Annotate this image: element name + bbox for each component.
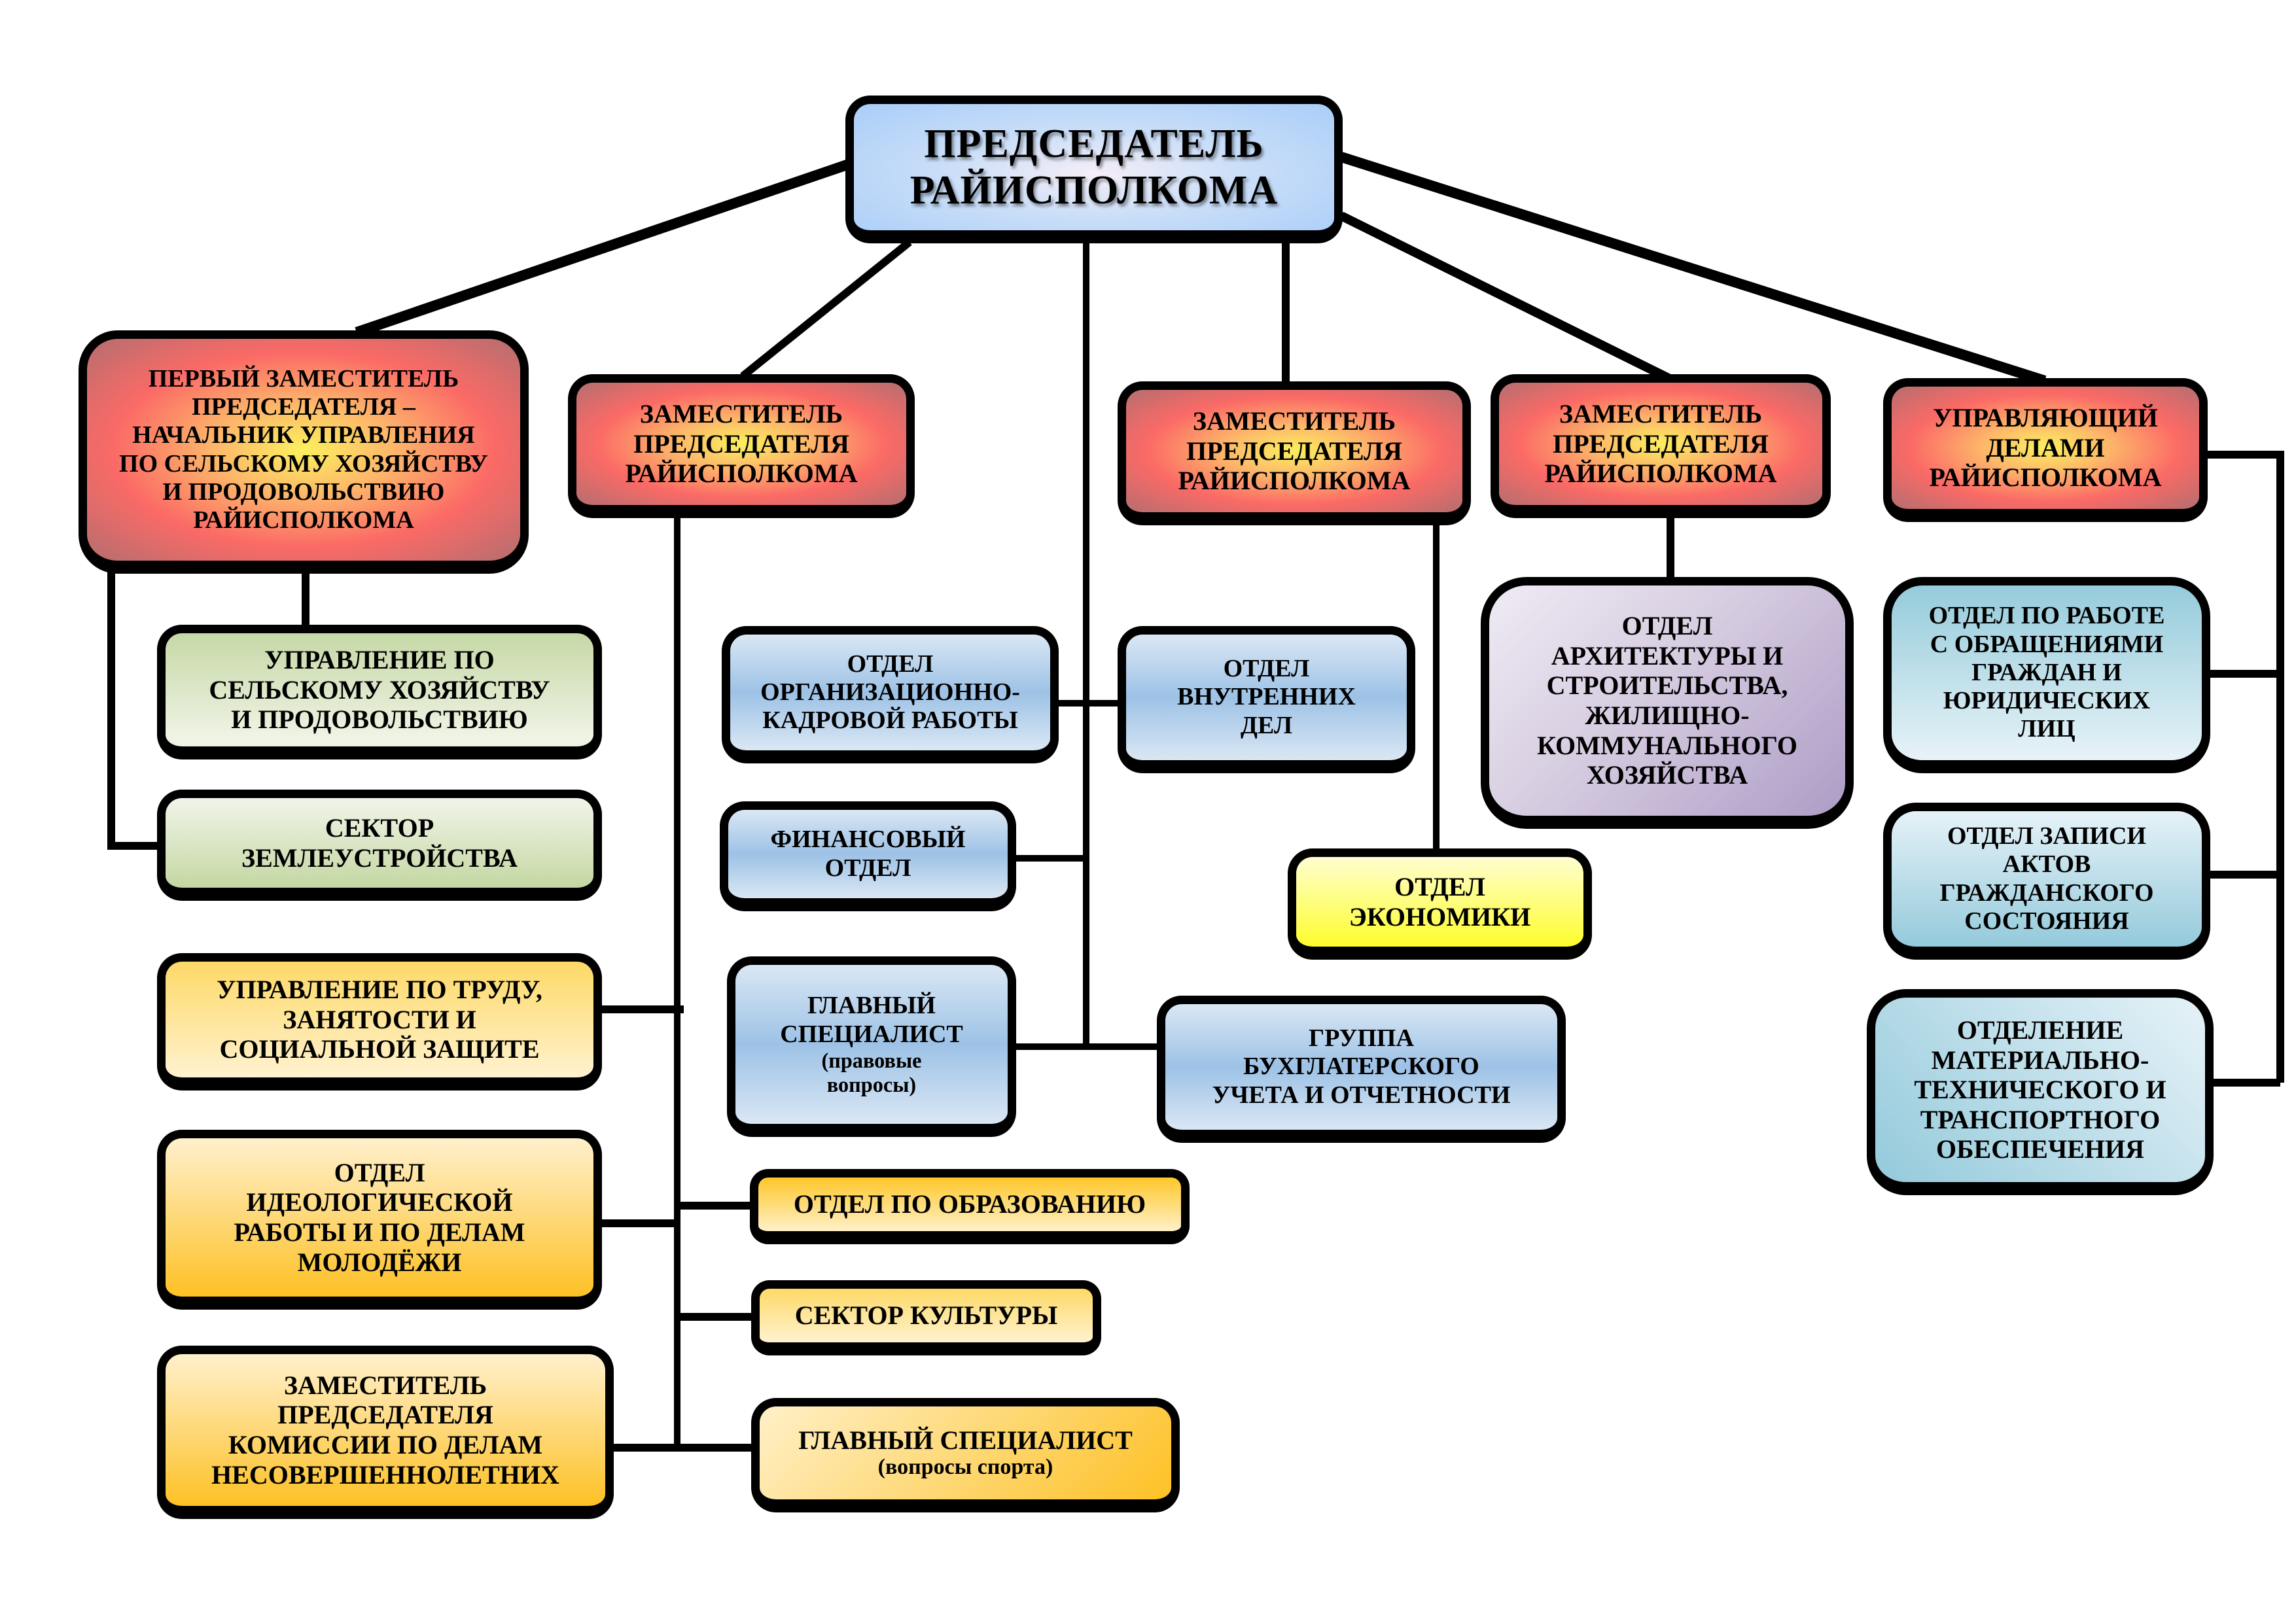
chairman-label: ПРЕДСЕДАТЕЛЬ РАЙИСПОЛКОМА [910, 121, 1279, 213]
logistics-division-box: ОТДЕЛЕНИЕ МАТЕРИАЛЬНО- ТЕХНИЧЕСКОГО И ТР… [1867, 989, 2214, 1195]
land-sector-label: СЕКТОР ЗЕМЛЕУСТРОЙСТВА [241, 812, 518, 873]
minors-commission-label: ЗАМЕСТИТЕЛЬ ПРЕДСЕДАТЕЛЯ КОМИССИИ ПО ДЕЛ… [211, 1370, 559, 1490]
office-manager-label: УПРАВЛЯЮЩИЙ ДЕЛАМИ РАЙИСПОЛКОМА [1929, 403, 2162, 493]
legal-specialist-note: (правовые вопросы) [821, 1049, 922, 1096]
internal-affairs-department-label: ОТДЕЛ ВНУТРЕННИХ ДЕЛ [1177, 655, 1356, 739]
chairman-box: ПРЕДСЕДАТЕЛЬ РАЙИСПОЛКОМА [845, 96, 1343, 243]
deputy-3-label: ЗАМЕСТИТЕЛЬ ПРЕДСЕДАТЕЛЯ РАЙИСПОЛКОМА [1178, 406, 1411, 496]
logistics-division-label: ОТДЕЛЕНИЕ МАТЕРИАЛЬНО- ТЕХНИЧЕСКОГО И ТР… [1914, 1015, 2166, 1164]
agriculture-department-label: УПРАВЛЕНИЕ ПО СЕЛЬСКОМУ ХОЗЯЙСТВУ И ПРОД… [209, 645, 550, 735]
deputy-2-box: ЗАМЕСТИТЕЛЬ ПРЕДСЕДАТЕЛЯ РАЙИСПОЛКОМА [568, 374, 915, 518]
finance-department-box: ФИНАНСОВЫЙ ОТДЕЛ [720, 801, 1016, 911]
legal-specialist-box: ГЛАВНЫЙ СПЕЦИАЛИСТ (правовые вопросы) [727, 956, 1016, 1137]
education-department-label: ОТДЕЛ ПО ОБРАЗОВАНИЮ [793, 1189, 1146, 1219]
ideology-department-box: ОТДЕЛ ИДЕОЛОГИЧЕСКОЙ РАБОТЫ И ПО ДЕЛАМ М… [157, 1130, 602, 1310]
agriculture-department-box: УПРАВЛЕНИЕ ПО СЕЛЬСКОМУ ХОЗЯЙСТВУ И ПРОД… [157, 625, 602, 759]
connector-chairman-deputy-4 [1339, 211, 1671, 383]
sport-specialist-note: (вопросы спорта) [877, 1455, 1053, 1480]
deputy-4-box: ЗАМЕСТИТЕЛЬ ПРЕДСЕДАТЕЛЯ РАЙИСПОЛКОМА [1491, 374, 1831, 518]
deputy-2-label: ЗАМЕСТИТЕЛЬ ПРЕДСЕДАТЕЛЯ РАЙИСПОЛКОМА [625, 399, 858, 489]
civil-registry-department-label: ОТДЕЛ ЗАПИСИ АКТОВ ГРАЖДАНСКОГО СОСТОЯНИ… [1939, 822, 2154, 935]
finance-department-label: ФИНАНСОВЫЙ ОТДЕЛ [770, 826, 966, 882]
deputy-3-box: ЗАМЕСТИТЕЛЬ ПРЕДСЕДАТЕЛЯ РАЙИСПОЛКОМА [1118, 381, 1471, 525]
connector-chairman-first-deputy [355, 158, 853, 338]
office-manager-box: УПРАВЛЯЮЩИЙ ДЕЛАМИ РАЙИСПОЛКОМА [1883, 378, 2208, 522]
first-deputy-label: ПЕРВЫЙ ЗАМЕСТИТЕЛЬ ПРЕДСЕДАТЕЛЯ – НАЧАЛЬ… [119, 364, 488, 534]
minors-commission-box: ЗАМЕСТИТЕЛЬ ПРЕДСЕДАТЕЛЯ КОМИССИИ ПО ДЕЛ… [157, 1346, 614, 1519]
sport-specialist-box: ГЛАВНЫЙ СПЕЦИАЛИСТ (вопросы спорта) [751, 1398, 1180, 1512]
land-sector-box: СЕКТОР ЗЕМЛЕУСТРОЙСТВА [157, 790, 602, 901]
education-department-box: ОТДЕЛ ПО ОБРАЗОВАНИЮ [750, 1169, 1190, 1244]
ideology-department-label: ОТДЕЛ ИДЕОЛОГИЧЕСКОЙ РАБОТЫ И ПО ДЕЛАМ М… [234, 1157, 525, 1277]
labor-department-box: УПРАВЛЕНИЕ ПО ТРУДУ, ЗАНЯТОСТИ И СОЦИАЛЬ… [157, 953, 602, 1091]
citizens-appeals-department-label: ОТДЕЛ ПО РАБОТЕ С ОБРАЩЕНИЯМИ ГРАЖДАН И … [1928, 602, 2165, 743]
culture-sector-label: СЕКТОР КУЛЬТУРЫ [794, 1300, 1058, 1331]
citizens-appeals-department-box: ОТДЕЛ ПО РАБОТЕ С ОБРАЩЕНИЯМИ ГРАЖДАН И … [1883, 577, 2210, 773]
connector-chairman-manager [1339, 152, 2047, 386]
deputy-4-label: ЗАМЕСТИТЕЛЬ ПРЕДСЕДАТЕЛЯ РАЙИСПОЛКОМА [1544, 399, 1777, 489]
culture-sector-box: СЕКТОР КУЛЬТУРЫ [751, 1280, 1101, 1355]
labor-department-label: УПРАВЛЕНИЕ ПО ТРУДУ, ЗАНЯТОСТИ И СОЦИАЛЬ… [217, 975, 542, 1064]
economics-department-box: ОТДЕЛ ЭКОНОМИКИ [1288, 848, 1592, 960]
economics-department-label: ОТДЕЛ ЭКОНОМИКИ [1349, 871, 1531, 932]
civil-registry-department-box: ОТДЕЛ ЗАПИСИ АКТОВ ГРАЖДАНСКОГО СОСТОЯНИ… [1883, 803, 2210, 960]
connector-manager-trunk [2206, 451, 2284, 1083]
architecture-department-label: ОТДЕЛ АРХИТЕКТУРЫ И СТРОИТЕЛЬСТВА, ЖИЛИЩ… [1536, 611, 1798, 790]
architecture-department-box: ОТДЕЛ АРХИТЕКТУРЫ И СТРОИТЕЛЬСТВА, ЖИЛИЩ… [1481, 577, 1854, 829]
connector-chairman-deputy-2 [740, 239, 912, 379]
sport-specialist-label: ГЛАВНЫЙ СПЕЦИАЛИСТ [798, 1425, 1133, 1455]
legal-specialist-label: ГЛАВНЫЙ СПЕЦИАЛИСТ [780, 992, 963, 1048]
accounting-group-label: ГРУППА БУХГЛАТЕРСКОГО УЧЕТА И ОТЧЕТНОСТИ [1212, 1024, 1511, 1109]
connector-first-deputy-land [107, 572, 160, 850]
org-cadre-department-box: ОТДЕЛ ОРГАНИЗАЦИОННО- КАДРОВОЙ РАБОТЫ [722, 626, 1059, 763]
org-cadre-department-label: ОТДЕЛ ОРГАНИЗАЦИОННО- КАДРОВОЙ РАБОТЫ [760, 650, 1020, 735]
internal-affairs-department-box: ОТДЕЛ ВНУТРЕННИХ ДЕЛ [1118, 626, 1415, 773]
accounting-group-box: ГРУППА БУХГЛАТЕРСКОГО УЧЕТА И ОТЧЕТНОСТИ [1157, 996, 1566, 1143]
first-deputy-box: ПЕРВЫЙ ЗАМЕСТИТЕЛЬ ПРЕДСЕДАТЕЛЯ – НАЧАЛЬ… [79, 330, 529, 574]
